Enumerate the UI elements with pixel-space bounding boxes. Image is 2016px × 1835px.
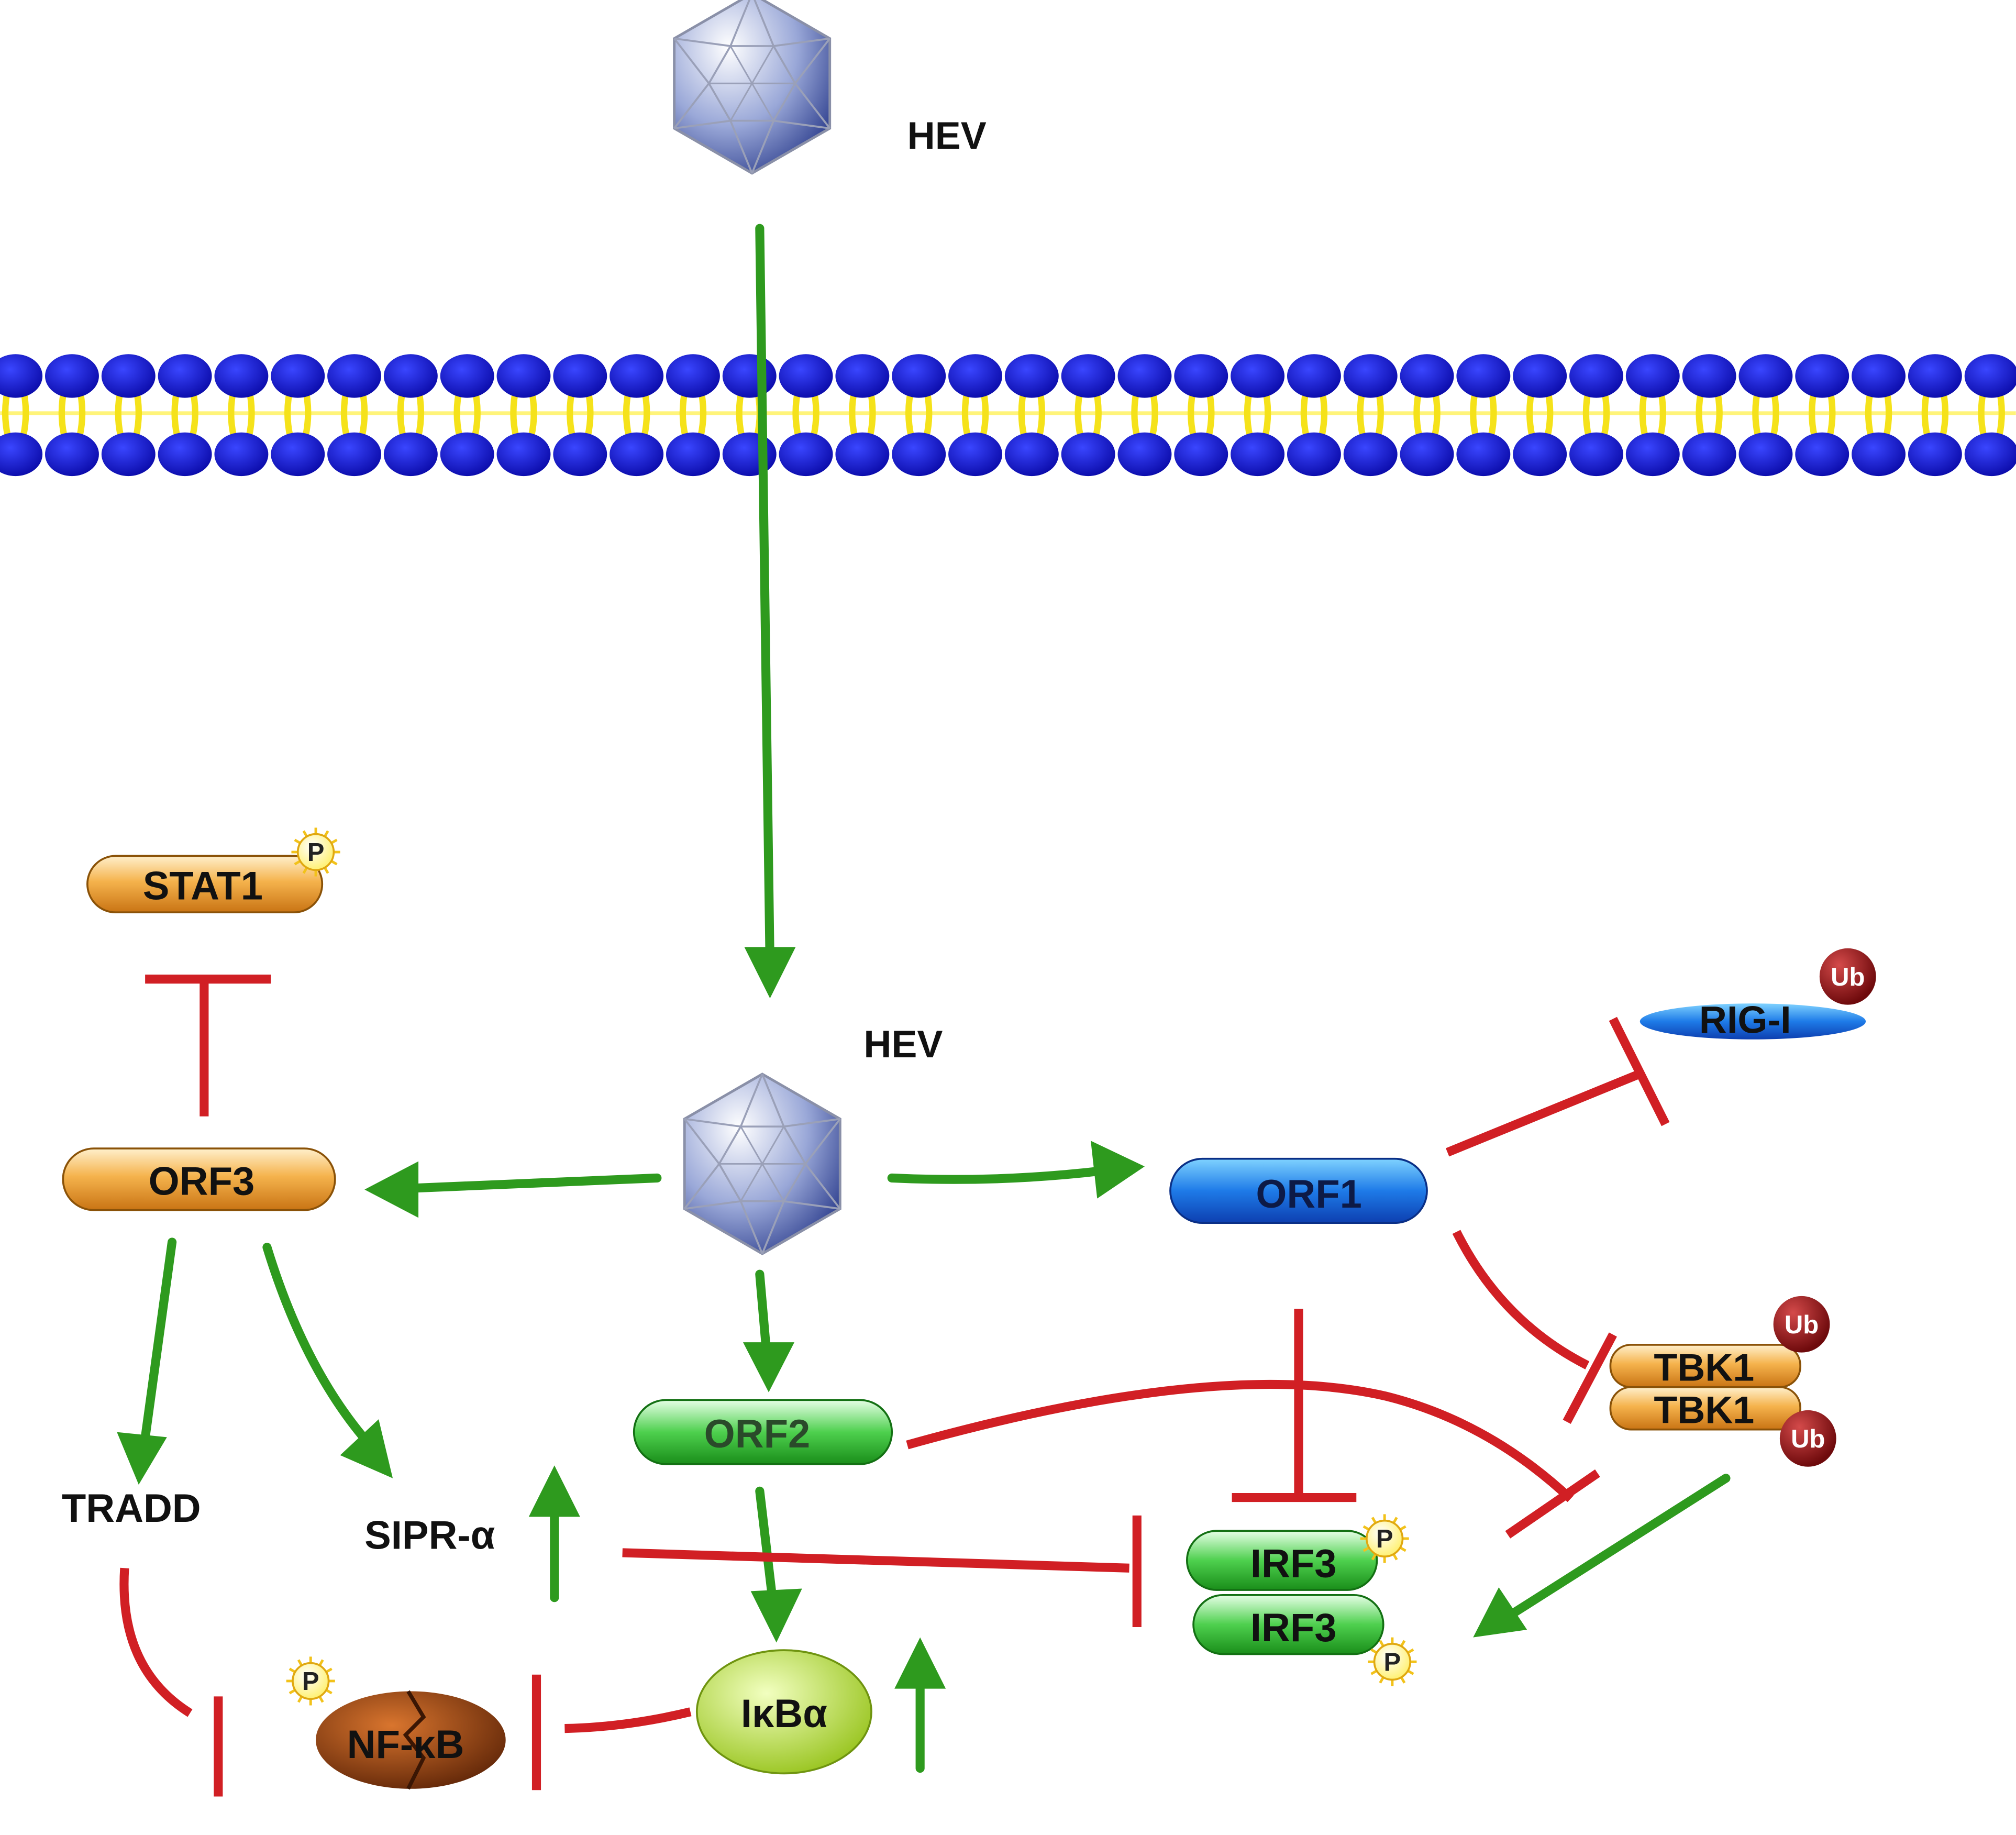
rigi-protein: RIG-I bbox=[1640, 998, 1866, 1042]
svg-text:Ub: Ub bbox=[1791, 1425, 1825, 1453]
orf1-label: ORF1 bbox=[1256, 1172, 1362, 1217]
orf2-protein: ORF2 bbox=[633, 1399, 893, 1465]
head-orf2 bbox=[743, 1342, 795, 1392]
hev-label-top: HEV bbox=[907, 114, 987, 157]
arrow-tbk1-to-irf3 bbox=[1507, 1474, 1731, 1619]
inhibit-orf2-irf3 bbox=[906, 1379, 1600, 1539]
inhibit-orf1-rigi bbox=[1446, 1016, 1670, 1157]
nfkb-protein: NF-κB bbox=[316, 1690, 506, 1790]
head-orf1 bbox=[1091, 1141, 1145, 1199]
orf2-label: ORF2 bbox=[704, 1412, 811, 1456]
head-up-sipr bbox=[528, 1465, 580, 1517]
irf3-label-b: IRF3 bbox=[1250, 1606, 1337, 1650]
rigi-ub-badge: Ub bbox=[1819, 948, 1876, 1005]
stat1-protein: STAT1 bbox=[86, 855, 324, 914]
hev-label-center: HEV bbox=[863, 1022, 943, 1066]
irf3-label-a: IRF3 bbox=[1250, 1541, 1337, 1586]
svg-text:Ub: Ub bbox=[1785, 1311, 1819, 1339]
nfkb-phospho-badge: P bbox=[286, 1656, 335, 1706]
orf1-protein: ORF1 bbox=[1169, 1157, 1428, 1224]
inhibit-to-irf3-top bbox=[1232, 1309, 1357, 1502]
tbk1-ub-badge-bottom: Ub bbox=[1779, 1410, 1836, 1467]
tradd-label: TRADD bbox=[62, 1486, 201, 1531]
ikba-protein: IκBα bbox=[695, 1649, 872, 1775]
orf3-label: ORF3 bbox=[149, 1159, 255, 1203]
irf3-dimer: IRF3 IRF3 bbox=[1186, 1530, 1384, 1655]
orf3-protein: ORF3 bbox=[62, 1147, 336, 1211]
svg-text:P: P bbox=[1376, 1525, 1393, 1553]
tbk1-ub-badge-top: Ub bbox=[1773, 1296, 1830, 1353]
stat1-phospho-badge: P bbox=[291, 827, 340, 877]
arrow-hev-to-orf3 bbox=[406, 1173, 662, 1193]
svg-text:Ub: Ub bbox=[1831, 963, 1865, 991]
inhibit-tradd bbox=[119, 1567, 223, 1797]
nfkb-label: NF-κB bbox=[347, 1722, 464, 1767]
activation-arrowheads bbox=[117, 947, 1527, 1689]
cell-membrane bbox=[0, 354, 2016, 477]
tbk1-label-a: TBK1 bbox=[1654, 1346, 1754, 1389]
head-hev-entry bbox=[744, 947, 796, 999]
svg-text:P: P bbox=[1384, 1648, 1401, 1676]
arrow-hev-to-orf1 bbox=[887, 1166, 1111, 1184]
arrow-orf3-to-tradd bbox=[139, 1237, 177, 1452]
inhibit-ikba-nfkb bbox=[531, 1674, 692, 1790]
head-up-ikba bbox=[894, 1637, 946, 1689]
svg-text:P: P bbox=[307, 838, 325, 867]
rigi-label: RIG-I bbox=[1699, 998, 1791, 1042]
head-orf3 bbox=[364, 1161, 419, 1218]
head-tradd bbox=[117, 1432, 167, 1485]
arrow-hev-entry bbox=[755, 224, 775, 970]
inhibit-orf3-stat1 bbox=[145, 975, 271, 1117]
inhibit-orf1-tbk1 bbox=[1452, 1230, 1617, 1424]
irf3-phospho-badge-bottom: P bbox=[1368, 1637, 1417, 1686]
head-irf3 bbox=[1473, 1587, 1527, 1638]
arrow-orf3-to-sipr bbox=[262, 1243, 377, 1452]
hev-virion-center bbox=[683, 1073, 841, 1255]
sipr-alpha-label: SIPR-α bbox=[364, 1513, 495, 1558]
inhibit-sipr-irf3 bbox=[622, 1515, 1142, 1628]
stat1-label: STAT1 bbox=[143, 864, 263, 909]
tbk1-label-b: TBK1 bbox=[1654, 1388, 1754, 1431]
head-sipr bbox=[340, 1419, 393, 1478]
irf3-phospho-badge-top: P bbox=[1360, 1514, 1409, 1563]
head-ikba bbox=[750, 1588, 802, 1643]
ikba-label: IκBα bbox=[741, 1692, 827, 1736]
svg-text:P: P bbox=[302, 1667, 319, 1696]
hev-virion-top bbox=[673, 0, 832, 175]
tbk1-dimer: TBK1 TBK1 bbox=[1609, 1344, 1801, 1431]
inhibition-lines bbox=[119, 975, 1670, 1797]
